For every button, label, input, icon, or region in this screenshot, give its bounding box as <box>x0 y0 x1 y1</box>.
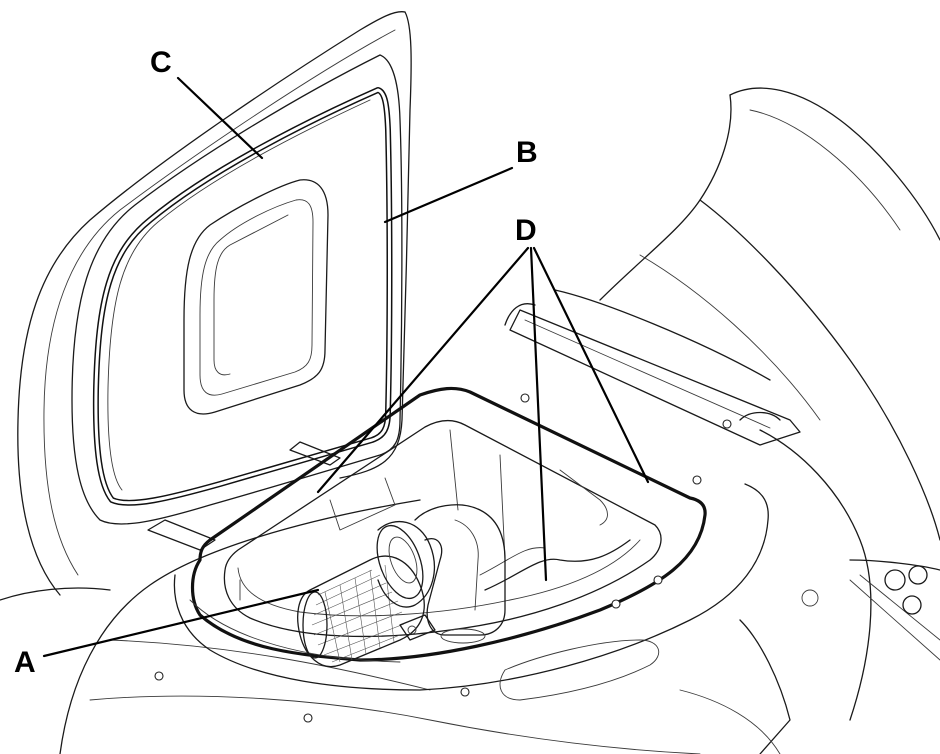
cylindrical-filter <box>297 521 435 668</box>
leader-d-2 <box>529 246 548 582</box>
callout-c: C <box>150 46 172 79</box>
callout-a: A <box>14 646 36 679</box>
elbow-pipe <box>414 504 506 644</box>
front-handle-recess <box>499 639 660 701</box>
leader-b <box>383 166 514 224</box>
lid <box>17 11 412 596</box>
callout-b: B <box>516 136 538 169</box>
leader-a <box>42 588 320 658</box>
leader-d-1 <box>316 246 530 494</box>
callout-leaders <box>42 76 650 658</box>
machine-body <box>0 87 940 754</box>
filter-compartment <box>173 386 769 691</box>
hinge-bar <box>504 289 801 446</box>
callout-d: D <box>515 214 537 247</box>
leader-d-3 <box>532 246 650 484</box>
screw-dots <box>154 393 732 723</box>
leader-c <box>176 76 264 160</box>
